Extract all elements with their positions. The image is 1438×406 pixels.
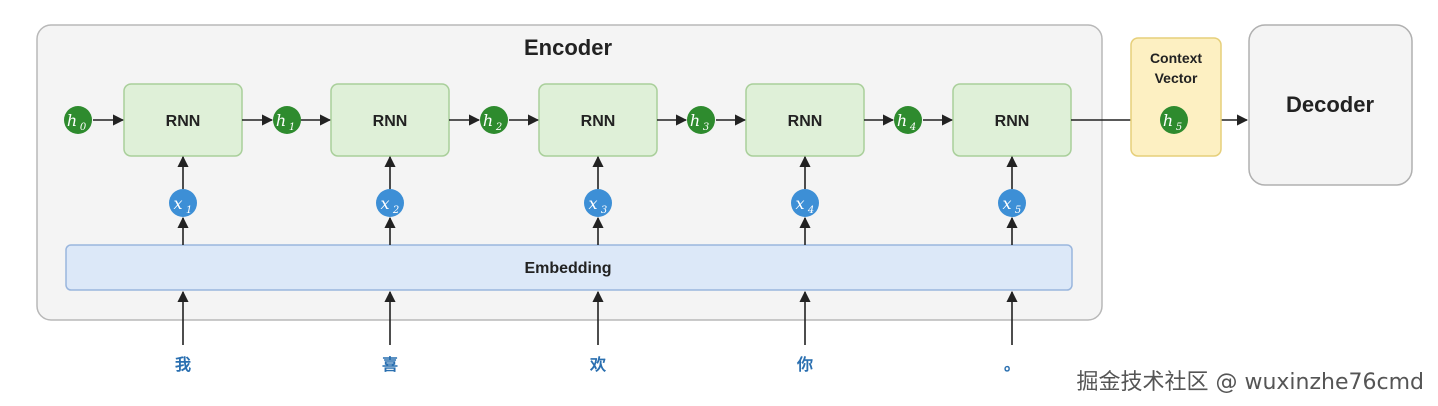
input-node-x5 [998,189,1026,217]
rnn-label-1: RNN [166,113,201,130]
hidden-node-h5 [1160,106,1188,134]
encoder-title: Encoder [524,35,612,60]
hidden-label-h3: h [690,111,700,130]
input-label-x3: x [588,194,597,213]
input-sub-x3: 3 [601,205,607,216]
rnn-label-3: RNN [581,113,616,130]
hidden-sub-h0: 0 [80,122,87,133]
hidden-node-h1 [273,106,301,134]
input-sub-x5: 5 [1015,205,1021,216]
hidden-label-h5: h [1163,111,1173,130]
input-label-x1: x [173,194,182,213]
rnn-label-4: RNN [788,113,823,130]
token-flow-arrows [177,290,1018,345]
input-label-x4: x [795,194,804,213]
token-2: 喜 [382,355,398,374]
rnn-cells: RNN RNN RNN RNN RNN [123,83,1072,157]
input-label-x2: x [380,194,389,213]
hidden-sub-h2: 2 [495,122,502,133]
decoder-title: Decoder [1286,92,1374,117]
hidden-label-h2: h [483,111,493,130]
hidden-sub-h3: 3 [703,122,709,133]
embedding-label: Embedding [524,260,611,277]
rnn-label-5: RNN [995,113,1030,130]
input-nodes: x 1 x 2 x 3 x 4 x 5 [169,189,1026,217]
hidden-label-h4: h [897,111,907,130]
hidden-sub-h1: 1 [289,122,295,133]
token-4: 你 [796,355,813,374]
token-3: 欢 [589,355,607,374]
hidden-node-h4 [894,106,922,134]
input-sub-x2: 2 [392,205,399,216]
input-sub-x4: 4 [807,205,814,216]
hidden-sub-h4: 4 [909,122,916,133]
input-sub-x1: 1 [186,205,192,216]
hidden-label-h1: h [276,111,286,130]
token-1: 我 [175,355,191,374]
decoder-box [1248,24,1413,186]
input-node-x4 [791,189,819,217]
input-node-x1 [169,189,197,217]
hidden-node-h0 [64,106,92,134]
input-label-x5: x [1002,194,1011,213]
context-vector-box [1130,37,1222,157]
context-vector-label-line2: Vector [1155,70,1198,86]
tokens: 我 喜 欢 你 。 [175,355,1020,374]
hidden-state-nodes: h 0 h 1 h 2 h 3 h 4 h 5 [64,106,1188,134]
token-5: 。 [1004,355,1020,374]
hidden-label-h0: h [67,111,77,130]
input-node-x3 [584,189,612,217]
embedding-layer [65,244,1073,291]
input-flow-arrows [177,155,1018,245]
watermark: 掘金技术社区 @ wuxinzhe76cmd [1076,370,1424,395]
hidden-node-h3 [687,106,715,134]
input-node-x2 [376,189,404,217]
context-vector-label-line1: Context [1150,50,1202,66]
hidden-node-h2 [480,106,508,134]
rnn-label-2: RNN [373,113,408,130]
hidden-sub-h5: 5 [1176,122,1182,133]
